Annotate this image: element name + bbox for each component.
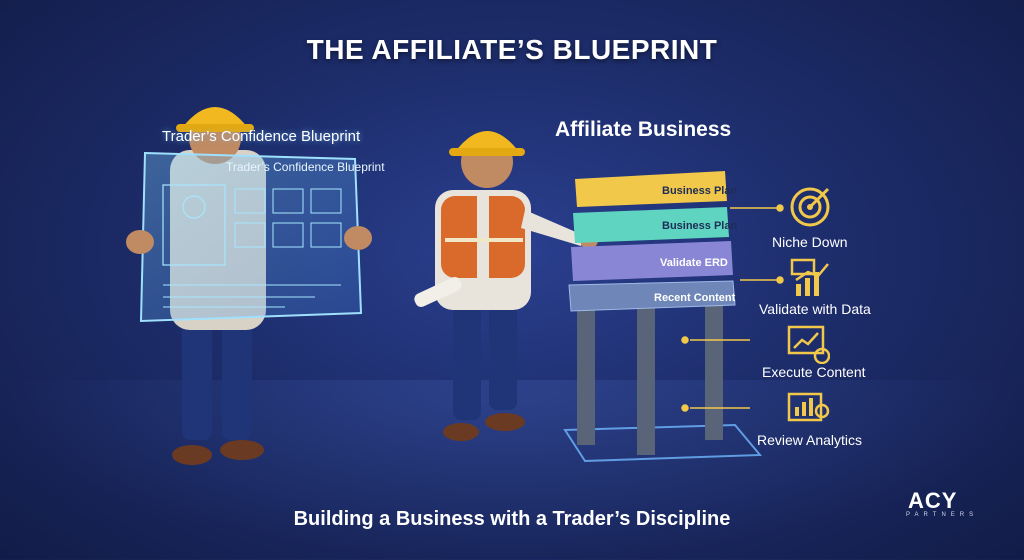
step-validate-with-data: Validate with Data [759,301,871,317]
support-pillar [637,305,655,455]
layer-label: Validate ERD [660,257,728,269]
hologram-blueprint-sheet [139,151,363,323]
left-worker-leg [182,320,212,440]
right-worker-hard-hat [455,131,519,152]
floor-glow [0,380,1024,560]
left-worker-shoe [220,440,264,460]
left-worker-leg [222,320,252,440]
page-subtitle: Building a Business with a Trader’s Disc… [293,508,731,530]
ab-chart-icon [790,258,829,296]
layer-business-plan-1 [575,171,727,207]
blueprint-sheet-title: Trader’s Confidence Blueprint [226,160,385,174]
layer-validate [571,241,733,281]
step-niche-down: Niche Down [772,234,848,250]
acy-logo: ACY [908,488,958,513]
step-review-analytics: Review Analytics [757,432,863,448]
page-title: THE AFFILIATE’S BLUEPRINT [306,34,718,65]
layer-label: Business Plan [662,185,738,197]
layer-business-plan-2 [573,207,729,243]
layer-label: Recent Content [654,292,736,304]
layer-label: Business Plan [662,220,738,232]
right-worker-shoe [443,423,479,441]
layer-recent-content [568,280,736,312]
support-pillar [577,305,595,445]
affiliate-business-title: Affiliate Business [555,118,732,141]
left-worker-hands [126,226,372,254]
worker-with-vest-illustration [414,131,598,441]
blueprint-caption: Trader’s Confidence Blueprint [162,128,361,145]
acy-logo-tagline: PARTNERS [906,512,979,518]
target-icon [790,187,830,227]
analytics-icon [787,392,830,422]
business-layer-stack [563,171,763,463]
left-worker-hard-hat [182,107,248,128]
step-connectors [681,204,784,412]
right-worker-shoe [485,413,525,431]
support-pillar [705,305,723,440]
left-worker-shoe [172,445,212,465]
rolled-blueprint [414,277,462,307]
step-execute-content: Execute Content [762,364,866,380]
chart-screen-icon [787,325,830,364]
